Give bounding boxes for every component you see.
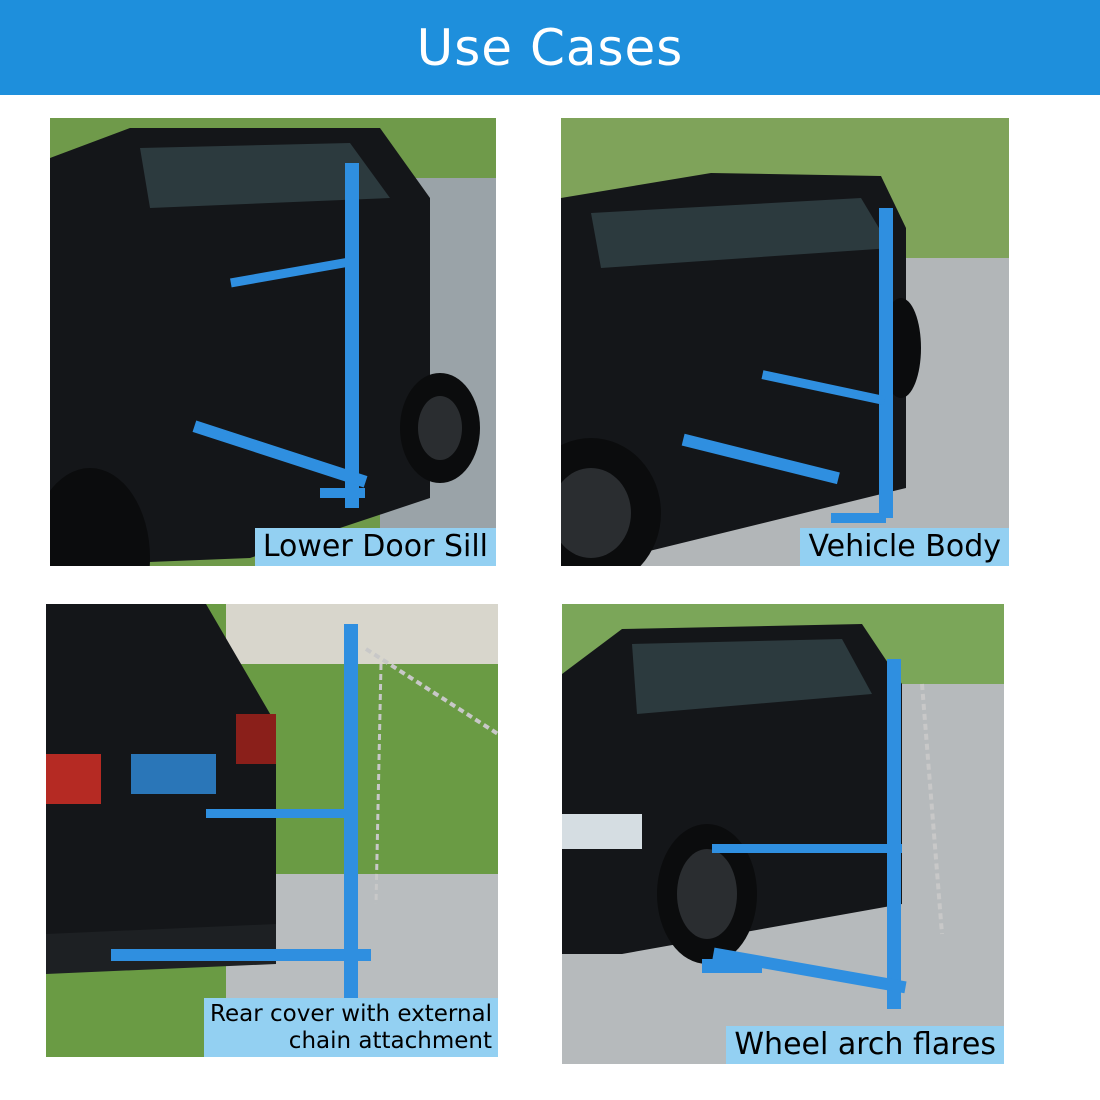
photo-rear-cover <box>46 604 498 1057</box>
photo-vehicle-body <box>561 118 1009 566</box>
photo-panel-lower-door-sill: Lower Door Sill <box>50 118 496 566</box>
photo-panel-vehicle-body: Vehicle Body <box>561 118 1009 566</box>
caption-rear-cover-line1: Rear cover with external <box>210 1001 492 1028</box>
caption-rear-cover: Rear cover with external chain attachmen… <box>204 998 498 1057</box>
header-banner: Use Cases <box>0 0 1100 95</box>
caption-rear-cover-line2: chain attachment <box>288 1027 492 1054</box>
caption-lower-door-sill: Lower Door Sill <box>254 527 496 566</box>
page-title: Use Cases <box>416 18 684 77</box>
photo-panel-wheel-arch-flares: Wheel arch flares <box>562 604 1004 1064</box>
photo-wheel-arch-flares <box>562 604 1004 1064</box>
photo-panel-rear-cover: Rear cover with external chain attachmen… <box>46 604 498 1057</box>
photo-lower-door-sill <box>50 118 496 566</box>
caption-vehicle-body: Vehicle Body <box>800 527 1009 566</box>
caption-wheel-arch-flares: Wheel arch flares <box>726 1025 1004 1064</box>
